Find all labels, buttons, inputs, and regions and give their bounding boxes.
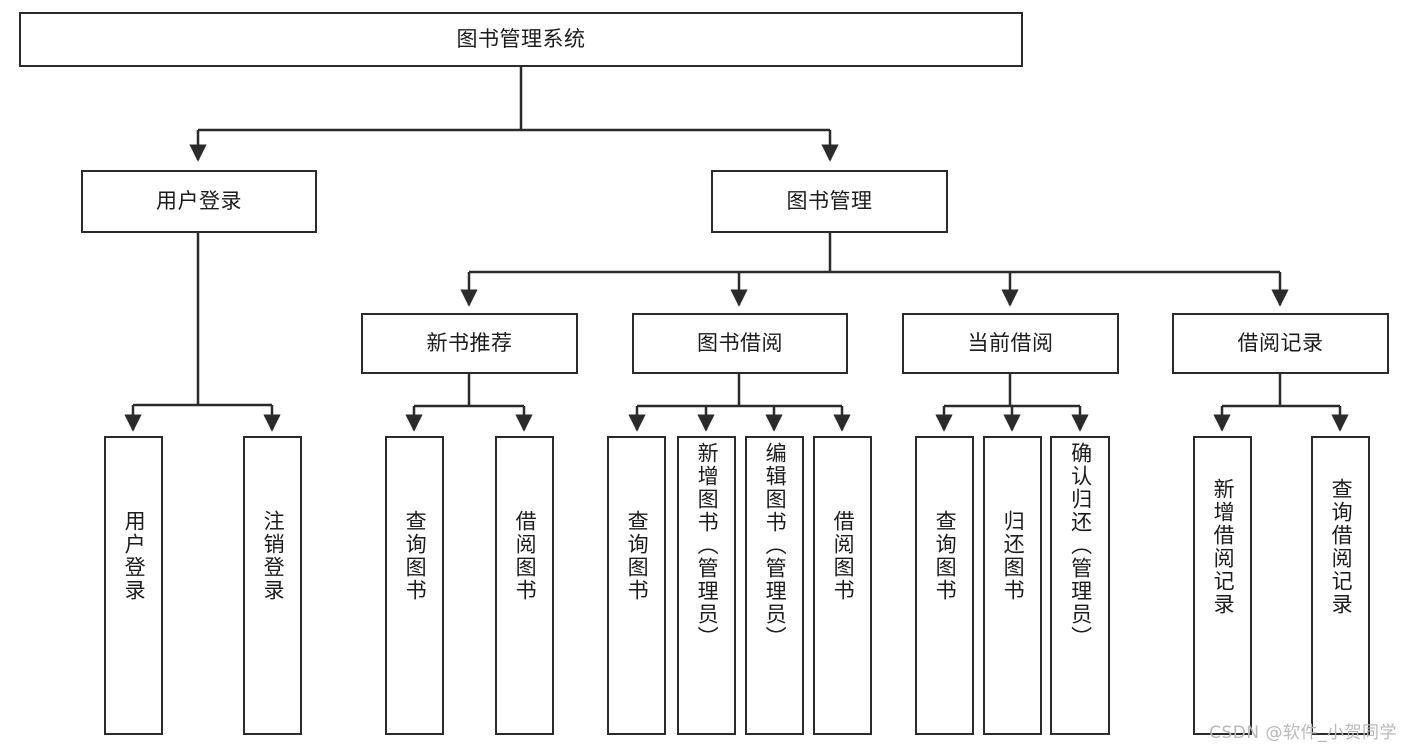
node-label: 查询借阅记录 [1329,478,1354,616]
node-label: 当前借阅 [967,331,1054,356]
node-label: 借阅记录 [1237,331,1324,356]
leaf-query-book-borrow[interactable]: 查询图书 [607,436,666,735]
node-label: 编辑图书（管理员） [763,442,788,649]
node-label: 图书借阅 [697,331,783,356]
node-label: 用户登录 [156,189,242,214]
node-label: 图书管理 [786,189,873,214]
node-new-book-recommend[interactable]: 新书推荐 [361,313,578,374]
leaf-add-book-admin[interactable]: 新增图书（管理员） [677,436,736,735]
leaf-query-borrow-record[interactable]: 查询借阅记录 [1311,436,1370,735]
node-label: 查询图书 [933,510,958,602]
node-label: 查询图书 [625,510,650,602]
node-label: 查询图书 [403,510,428,602]
leaf-logout[interactable]: 注销登录 [243,436,302,735]
node-root-system[interactable]: 图书管理系统 [19,12,1023,67]
node-label: 借阅图书 [513,510,538,602]
node-label: 用户登录 [122,510,147,602]
leaf-borrow-book-recommend[interactable]: 借阅图书 [495,436,554,735]
node-current-borrow[interactable]: 当前借阅 [902,313,1119,374]
leaf-add-borrow-record[interactable]: 新增借阅记录 [1193,436,1252,735]
leaf-return-book[interactable]: 归还图书 [983,436,1042,735]
leaf-query-book-current[interactable]: 查询图书 [915,436,974,735]
node-label: 新增借阅记录 [1211,478,1236,616]
leaf-user-login[interactable]: 用户登录 [104,436,163,735]
leaf-borrow-book[interactable]: 借阅图书 [813,436,872,735]
node-label: 确认归还（管理员） [1068,442,1093,649]
node-label: 借阅图书 [831,510,856,602]
node-book-management[interactable]: 图书管理 [711,170,948,233]
node-label: 图书管理系统 [456,27,586,52]
node-label: 新增图书（管理员） [695,442,720,649]
leaf-confirm-return-admin[interactable]: 确认归还（管理员） [1050,436,1110,735]
node-book-borrow[interactable]: 图书借阅 [632,313,848,374]
node-label: 新书推荐 [426,331,513,356]
csdn-watermark: CSDN @软件_小贺同学 [1209,723,1397,743]
node-label: 归还图书 [1001,510,1026,602]
node-borrow-record[interactable]: 借阅记录 [1172,313,1389,374]
node-label: 注销登录 [261,510,286,602]
leaf-query-book-recommend[interactable]: 查询图书 [385,436,444,735]
node-user-login[interactable]: 用户登录 [81,170,317,233]
leaf-edit-book-admin[interactable]: 编辑图书（管理员） [745,436,804,735]
